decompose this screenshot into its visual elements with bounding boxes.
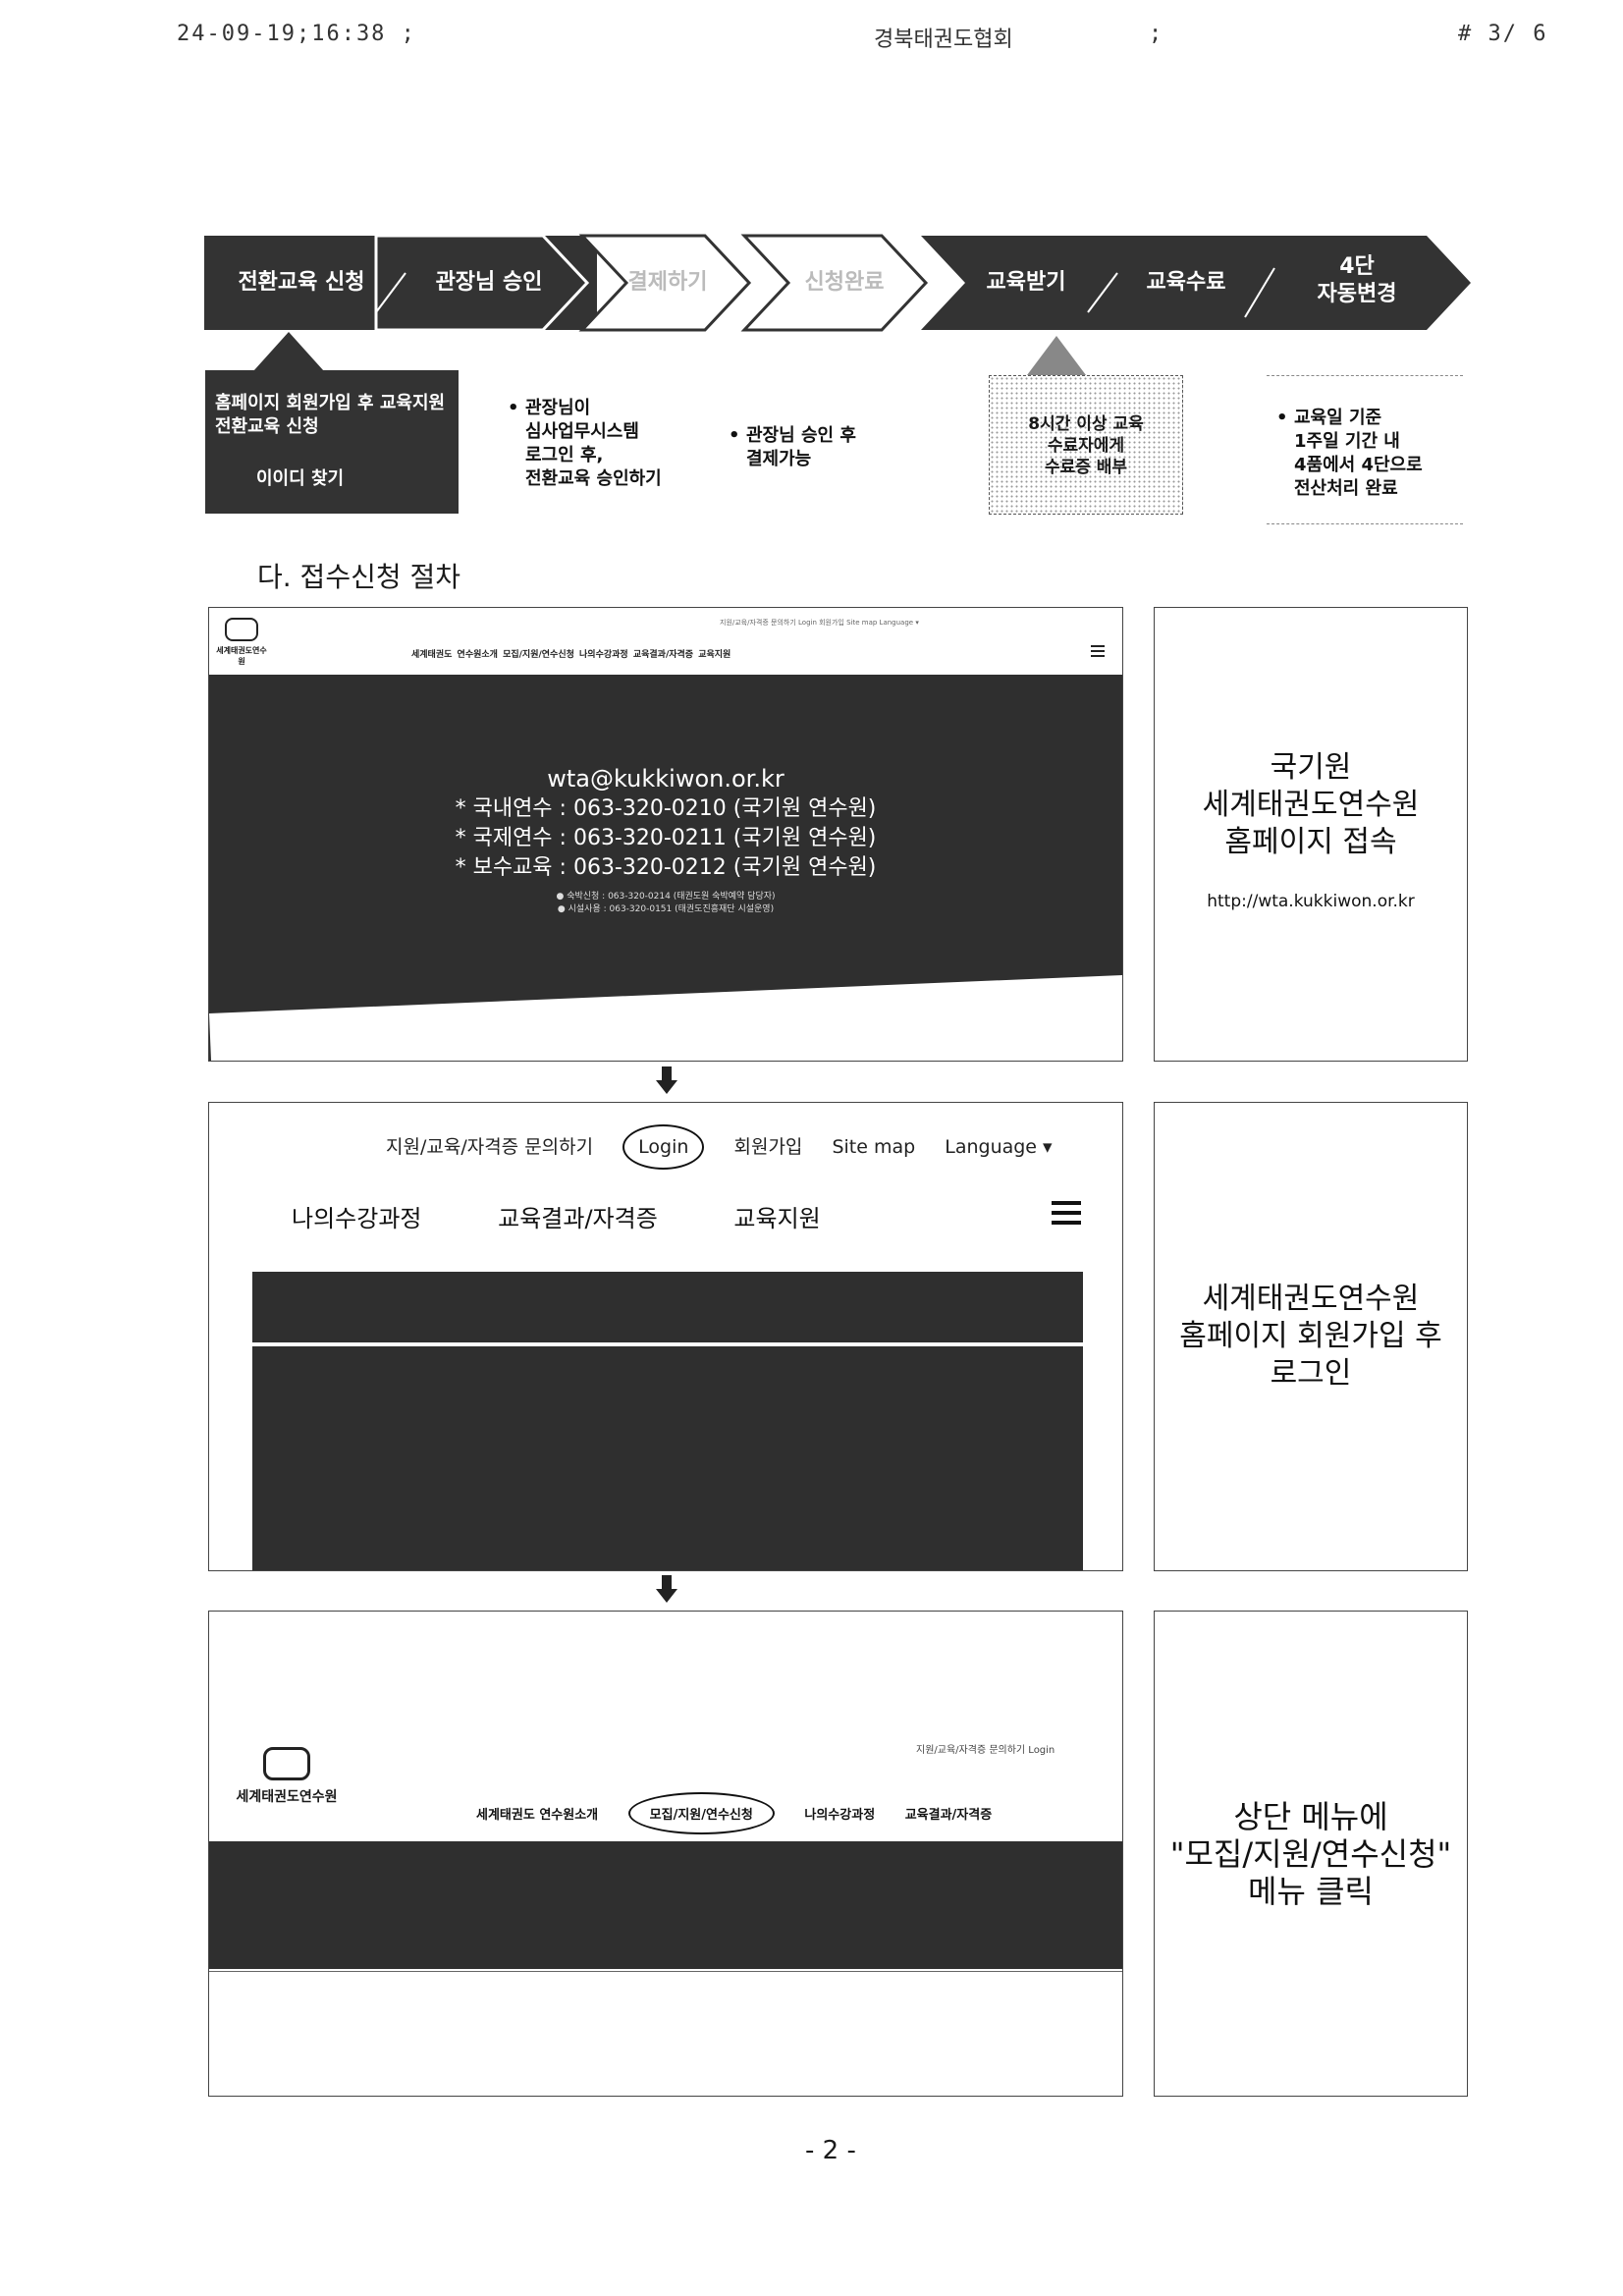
flow-step-5-label: 교육받기 (986, 270, 1066, 295)
note-step-1-sub: 이이디 찾기 (256, 468, 345, 489)
homepage-menu-icon (1091, 645, 1105, 657)
logo-name: 세계태권도연수원 (216, 646, 267, 666)
fax-header-page-count: # 3/ 6 (1458, 22, 1548, 46)
screenshot-homepage: 세계태권도연수원 지원/교육/자격증 문의하기 Login 회원가입 Site … (208, 607, 1123, 1062)
page-number: - 2 - (805, 2136, 856, 2165)
flow-step-3-shape (578, 234, 752, 332)
screenshot-apply-menu: 세계태권도연수원 지원/교육/자격증 문의하기 Login 세계태권도 연수원소… (208, 1611, 1123, 2097)
note-5-pointer (1027, 336, 1086, 375)
login-banner-top (252, 1272, 1083, 1342)
hamburger-menu-icon[interactable] (1052, 1201, 1081, 1230)
fax-header-separator: ; (1149, 22, 1164, 46)
contact-refresher: * 보수교육 : 063-320-0212 (국기원 연수원) (455, 855, 877, 880)
side-note-3-text: 상단 메뉴에 "모집/지원/연수신청" 메뉴 클릭 (1169, 1797, 1452, 1910)
nav-intro[interactable]: 세계태권도 연수원소개 (476, 1808, 599, 1823)
note-step-2-text: 관장님이 심사업무시스템 로그인 후, 전환교육 승인하기 (525, 398, 662, 489)
hero-bottom-wedge (209, 967, 1122, 1061)
flow-step-1-label: 전환교육 신청 (238, 270, 365, 295)
note-step-5-text: 8시간 이상 교육 수료자에게 수료증 배부 (1028, 414, 1144, 477)
login-main-menu: 나의수강과정 교육결과/자격증 교육지원 (292, 1199, 890, 1233)
apply-banner (209, 1841, 1122, 1969)
contact-domestic: * 국내연수 : 063-320-0210 (국기원 연수원) (455, 796, 877, 821)
flow-step-3-label: 결제하기 (627, 270, 708, 295)
note-step-2: • 관장님이 심사업무시스템 로그인 후, 전환교육 승인하기 (508, 397, 724, 491)
contact-international: * 국제연수 : 063-320-0211 (국기원 연수원) (455, 826, 877, 850)
note-step-7: • 교육일 기준 1주일 기간 내 4품에서 4단으로 전산처리 완료 (1276, 407, 1463, 501)
apply-logo-name: 세계태권도연수원 (236, 1789, 338, 1805)
contact-lodging: ● 숙박신청 : 063-320-0214 (태권도원 숙박예약 담당자) (556, 892, 776, 902)
nav-apply-highlighted[interactable]: 모집/지원/연수신청 (627, 1792, 775, 1834)
fax-header-datetime: 24-09-19;16:38 ; (177, 22, 416, 46)
flow-step-6-label: 교육수료 (1146, 270, 1226, 295)
contact-facility: ● 시설사용 : 063-320-0151 (태권도진흥재단 시설운영) (557, 904, 775, 914)
side-note-2: 세계태권도연수원 홈페이지 회원가입 후 로그인 (1154, 1102, 1468, 1571)
login-util-bar: 지원/교육/자격증 문의하기 Login 회원가입 Site map Langu… (386, 1124, 1076, 1170)
side-note-1: 국기원 세계태권도연수원 홈페이지 접속 http://wta.kukkiwon… (1154, 607, 1468, 1062)
screenshot-login: 지원/교육/자격증 문의하기 Login 회원가입 Site map Langu… (208, 1102, 1123, 1571)
nav-results[interactable]: 교육결과/자격증 (904, 1808, 993, 1823)
process-flow (204, 234, 1471, 332)
flow-step-7-label: 4단 자동변경 (1317, 254, 1397, 306)
note-step-3: • 관장님 승인 후 결제가능 (729, 424, 915, 471)
flow-divider-2 (1087, 272, 1118, 313)
contact-info: wta@kukkiwon.or.kr * 국내연수 : 063-320-0210… (209, 765, 1122, 916)
login-link-highlighted[interactable]: Login (622, 1124, 705, 1170)
flow-step-2-label: 관장님 승인 (435, 270, 543, 295)
logo-mark-icon (263, 1747, 310, 1780)
homepage-logo: 세계태권도연수원 (213, 618, 270, 667)
side-note-3: 상단 메뉴에 "모집/지원/연수신청" 메뉴 클릭 (1154, 1611, 1468, 2097)
login-banner-bottom (252, 1346, 1083, 1570)
flow-divider-3 (1244, 267, 1275, 318)
note-1-pointer (253, 332, 324, 371)
homepage-topbar: 세계태권도연수원 지원/교육/자격증 문의하기 Login 회원가입 Site … (209, 608, 1122, 675)
homepage-nav: 세계태권도 연수원소개 모집/지원/연수신청 나의수강과정 교육결과/자격증 교… (411, 650, 731, 660)
note-step-1: 홈페이지 회원가입 후 교육지원 전환교육 신청 이이디 찾기 (205, 370, 459, 514)
note-step-3-bullet: • (729, 425, 740, 446)
homepage-util-links: 지원/교육/자격증 문의하기 Login 회원가입 Site map Langu… (720, 619, 919, 627)
homepage-hero: wta@kukkiwon.or.kr * 국내연수 : 063-320-0210… (209, 675, 1122, 1061)
side-note-1-text: 국기원 세계태권도연수원 홈페이지 접속 (1202, 749, 1420, 859)
join-link[interactable]: 회원가입 (733, 1136, 803, 1158)
nav-my-courses[interactable]: 나의수강과정 (804, 1808, 876, 1823)
contact-email: wta@kukkiwon.or.kr (547, 765, 784, 793)
flow-divider-1 (375, 272, 406, 313)
apply-divider (209, 1971, 1122, 1972)
menu-my-courses[interactable]: 나의수강과정 (292, 1205, 422, 1232)
note-step-1-text: 홈페이지 회원가입 후 교육지원 전환교육 신청 (215, 393, 446, 437)
note-step-7-frame (1267, 375, 1463, 524)
flow-step-4-label: 신청완료 (804, 270, 885, 295)
side-note-1-url: http://wta.kukkiwon.or.kr (1207, 891, 1415, 911)
note-step-5: 8시간 이상 교육 수료자에게 수료증 배부 (989, 375, 1183, 515)
language-select[interactable]: Language ▾ (945, 1136, 1053, 1158)
fax-header-sender: 경북태권도협회 (874, 27, 1013, 52)
note-step-2-bullet: • (508, 398, 519, 418)
inquiry-link[interactable]: 지원/교육/자격증 문의하기 (386, 1136, 594, 1158)
sitemap-link[interactable]: Site map (832, 1136, 916, 1158)
apply-util-links: 지원/교육/자격증 문의하기 Login (916, 1745, 1055, 1756)
logo-mark-icon (225, 618, 258, 641)
note-step-7-bullet: • (1276, 408, 1288, 428)
menu-results[interactable]: 교육결과/자격증 (498, 1205, 658, 1232)
apply-nav: 세계태권도 연수원소개 모집/지원/연수신청 나의수강과정 교육결과/자격증 (476, 1792, 1017, 1834)
section-title: 다. 접수신청 절차 (257, 561, 461, 593)
flow-step-2-shape (374, 234, 590, 332)
note-step-7-text: 교육일 기준 1주일 기간 내 4품에서 4단으로 전산처리 완료 (1294, 408, 1423, 499)
flow-step-4-shape (740, 234, 929, 332)
note-step-3-text: 관장님 승인 후 결제가능 (746, 425, 856, 469)
menu-support[interactable]: 교육지원 (733, 1205, 821, 1232)
apply-logo: 세계태권도연수원 (223, 1747, 351, 1806)
flow-step-5-shape (921, 236, 1471, 330)
side-note-2-text: 세계태권도연수원 홈페이지 회원가입 후 로그인 (1179, 1282, 1442, 1391)
